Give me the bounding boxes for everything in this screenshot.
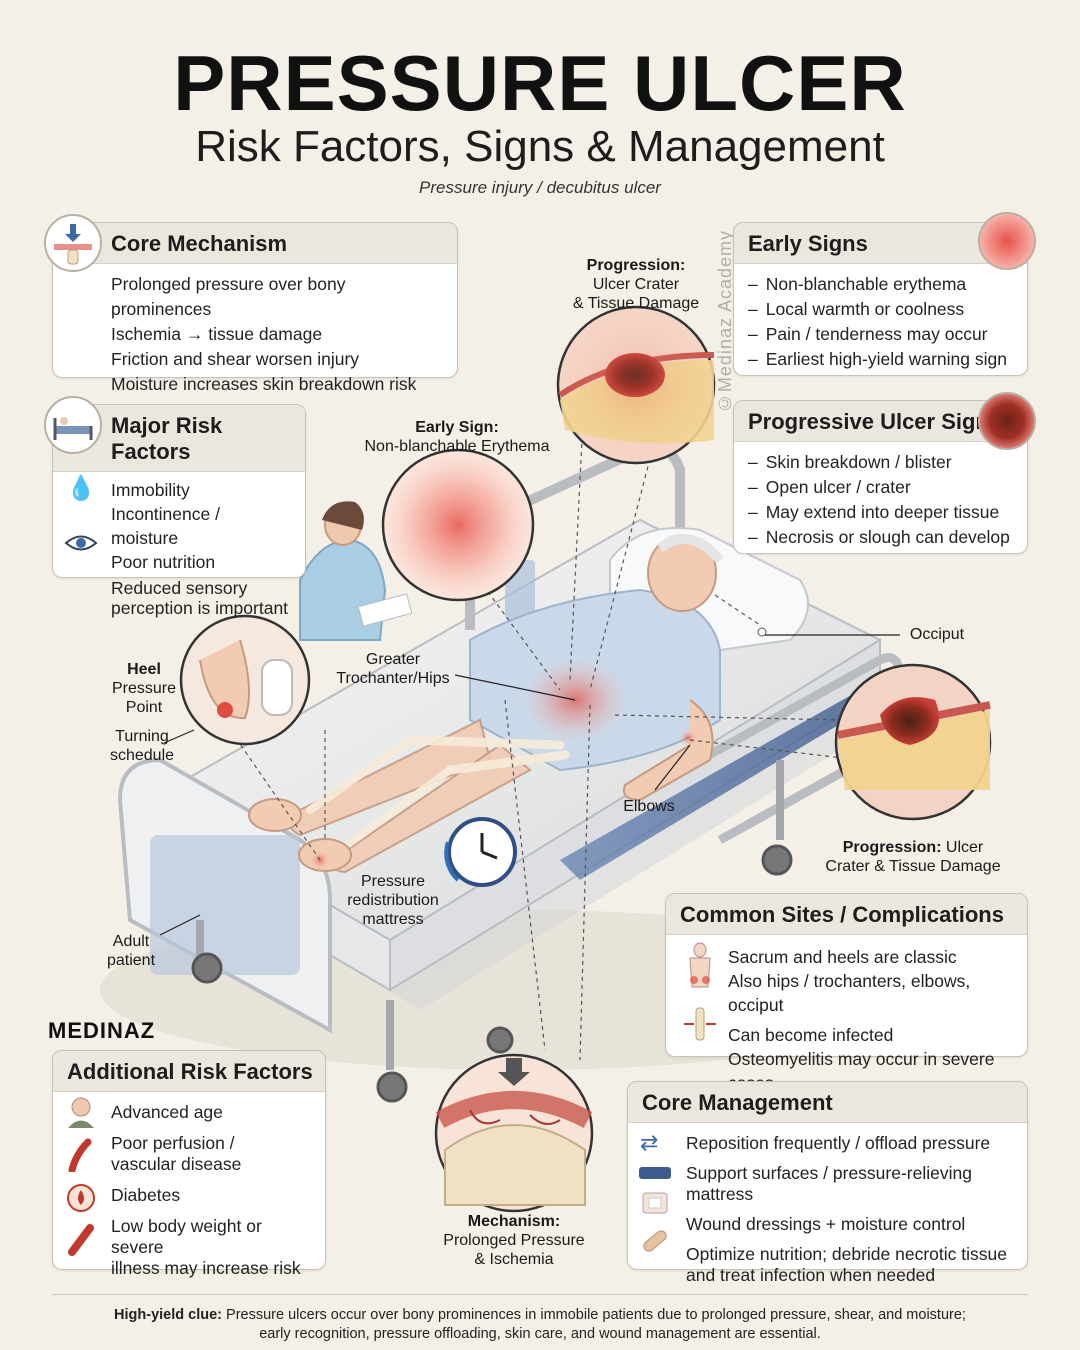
- list-item: Prolonged pressure over bony prominences: [111, 274, 346, 319]
- list-item: Incontinence / moisture: [111, 504, 220, 548]
- label-occiput: Occiput: [909, 626, 965, 643]
- list-item: –Necrosis or slough can develop: [748, 527, 1010, 547]
- card-title: Major Risk Factors: [53, 405, 305, 472]
- list-item: Diabetes: [111, 1185, 181, 1205]
- list-item: –Pain / tenderness may occur: [748, 324, 988, 344]
- card-additional-risk: Additional Risk Factors Advanced age Poo…: [52, 1050, 326, 1278]
- elderly-person-icon: [64, 1095, 98, 1134]
- list-item: –Open ulcer / crater: [748, 477, 911, 497]
- card-major-risk: Major Risk Factors Immobility Incontinen…: [52, 404, 306, 618]
- list-item: Support surfaces / pressure-relieving ma…: [686, 1163, 972, 1204]
- page-title: PRESSURE ULCER: [173, 39, 907, 127]
- card-early-signs: Early Signs –Non-blanchable erythema –Lo…: [733, 222, 1028, 376]
- list-item: Sacrum and heels are classic: [728, 947, 957, 967]
- list-item: illness may increase risk: [111, 1258, 301, 1278]
- page-caption: Pressure injury / decubitus ulcer: [419, 178, 661, 197]
- card-title: Common Sites / Complications: [666, 894, 1027, 935]
- body-sites-icon: [680, 942, 720, 997]
- eye-icon: [64, 532, 98, 559]
- list-item: Also hips / trochanters, elbows, occiput: [728, 971, 971, 1015]
- list-item: Reduced sensory: [111, 578, 248, 598]
- list-item: Moisture increases skin breakdown risk: [111, 374, 417, 394]
- label-mechanism: Mechanism:Prolonged Pressure& Ischemia: [443, 1213, 585, 1268]
- list-item: –Earliest high-yield warning sign: [748, 349, 1007, 369]
- ulcer-icon: [978, 392, 1036, 450]
- card-title: Core Management: [628, 1082, 1027, 1123]
- reposition-icon: ⇄: [640, 1130, 659, 1155]
- list-item: Low body weight or severe: [111, 1216, 262, 1257]
- diabetes-drop-icon: [66, 1183, 96, 1218]
- list-item: Immobility: [111, 480, 190, 500]
- divider: [52, 1294, 1028, 1295]
- list-item: Advanced age: [111, 1102, 223, 1122]
- droplet-icon: 💧: [66, 475, 96, 502]
- list-item: Friction and shear worsen injury: [111, 349, 360, 369]
- erythema-icon: [978, 212, 1036, 270]
- card-progressive: Progressive Ulcer Signs –Skin breakdown …: [733, 400, 1028, 554]
- blood-vessel-icon: [66, 1138, 96, 1177]
- list-item: perception is important: [111, 598, 289, 618]
- list-item: Can become infected: [728, 1025, 894, 1045]
- footer-note: High-yield clue: Pressure ulcers occur o…: [114, 1307, 966, 1342]
- card-title: Progressive Ulcer Signs: [734, 401, 1027, 442]
- card-core-management: Core Management Reposition frequently / …: [627, 1081, 1028, 1285]
- card-title: Early Signs: [734, 223, 1027, 264]
- logo: MEDINAZ: [48, 1018, 156, 1043]
- list-item: Poor nutrition: [111, 552, 216, 572]
- list-item: vascular disease: [111, 1154, 242, 1174]
- list-item: Optimize nutrition; debride necrotic tis…: [686, 1244, 1007, 1264]
- page-subtitle: Risk Factors, Signs & Management: [195, 122, 885, 171]
- list-item: Wound dressings + moisture control: [686, 1214, 966, 1234]
- list-item: –May extend into deeper tissue: [748, 502, 1000, 522]
- bandage-icon: [640, 1226, 670, 1261]
- list-item: –Local warmth or coolness: [748, 299, 965, 319]
- label-elbows: Elbows: [623, 798, 675, 815]
- label-early-sign: Early Sign:Non-blanchable Erythema: [364, 419, 550, 455]
- label-progression-top: Progression:Ulcer Crater& Tissue Damage: [572, 257, 700, 312]
- card-common-sites: Common Sites / Complications Sacrum and …: [665, 893, 1028, 1093]
- card-core-mechanism: Core Mechanism Prolonged pressure over b…: [52, 222, 458, 394]
- dressing-icon: [640, 1190, 670, 1221]
- bone-infection-icon: [680, 1004, 720, 1049]
- card-title: Core Mechanism: [53, 223, 457, 264]
- pressure-icon: [44, 214, 102, 272]
- list-item: and treat infection when needed: [686, 1265, 936, 1285]
- list-item: –Skin breakdown / blister: [748, 452, 952, 472]
- mattress-icon: [637, 1163, 673, 1188]
- list-item: Reposition frequently / offload pressure: [686, 1133, 991, 1153]
- bone-icon: [66, 1222, 96, 1261]
- card-title: Additional Risk Factors: [53, 1051, 325, 1092]
- list-item: –Non-blanchable erythema: [748, 274, 967, 294]
- list-item: Ischemia → tissue damage: [111, 324, 323, 344]
- bed-icon: [44, 396, 102, 454]
- list-item: Poor perfusion /: [111, 1133, 235, 1153]
